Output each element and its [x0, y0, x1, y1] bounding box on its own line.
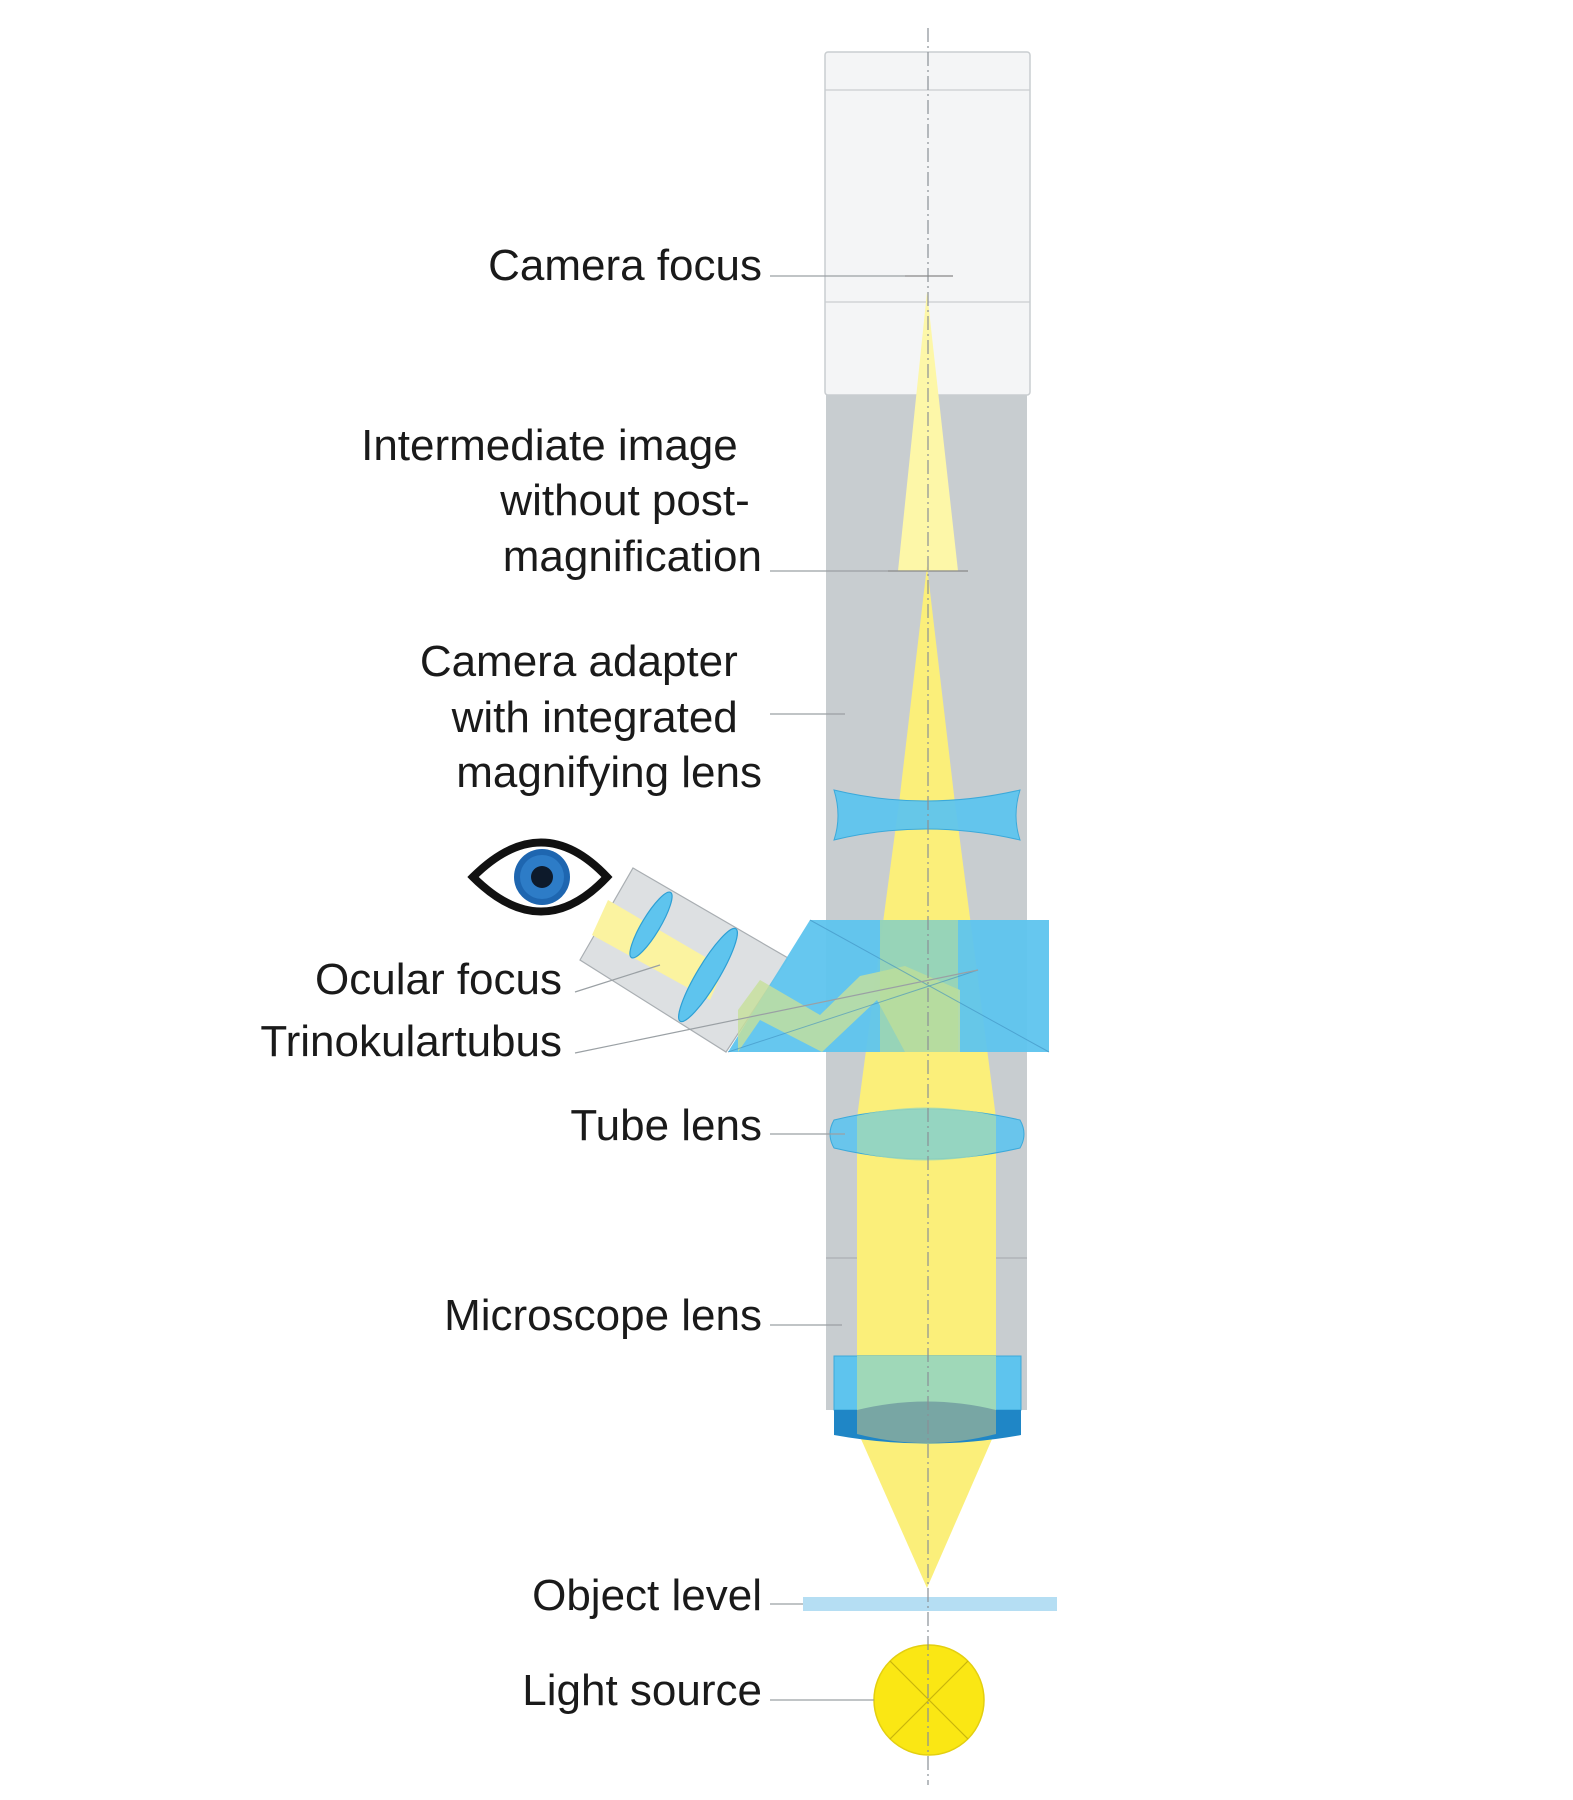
- prism-beam-overlap: [880, 920, 958, 1052]
- label-intermediate-image-line-2: without post-: [499, 476, 749, 525]
- beam-object-cone: [857, 1430, 996, 1588]
- eye-icon: [467, 838, 613, 916]
- ocular-beam: [592, 900, 724, 1000]
- tube-lens-beam-overlap: [857, 1107, 996, 1161]
- label-light-source: Light source: [522, 1666, 762, 1715]
- light-source-cross-b: [889, 1660, 969, 1740]
- beam-intermediate-cone: [898, 566, 956, 812]
- beam-parallel: [857, 1118, 996, 1393]
- label-camera-adapter-line-3: magnifying lens: [456, 748, 762, 797]
- label-camera-adapter-line-2: with integrated: [451, 693, 738, 742]
- camera-adapter-lens: [833, 789, 1021, 841]
- label-object-level: Object level: [532, 1571, 762, 1620]
- label-intermediate-image-line-1: Intermediate image: [361, 421, 738, 470]
- object-slide: [803, 1597, 1057, 1611]
- objective-front-beam-overlap: [857, 1401, 996, 1443]
- leader-trinocular-tube: [574, 969, 979, 1054]
- label-tube-lens: Tube lens: [570, 1101, 762, 1150]
- label-trinocular-tube: Trinokulartubus: [260, 1017, 562, 1066]
- light-source-lamp: [873, 1644, 985, 1756]
- label-camera-adapter-line-1: Camera adapter: [420, 637, 738, 686]
- label-ocular-focus: Ocular focus: [315, 955, 562, 1004]
- trinocular-arm: [579, 867, 789, 1053]
- ocular-lens-1: [629, 891, 673, 959]
- leader-ocular-focus: [574, 964, 661, 993]
- label-camera-adapter: Camera adapter with integrated magnifyin…: [420, 637, 762, 797]
- label-intermediate-image-line-3: magnification: [503, 532, 762, 581]
- label-microscope-lens: Microscope lens: [444, 1291, 762, 1340]
- objective-upper-beam-overlap: [857, 1356, 996, 1410]
- eye-pupil: [531, 866, 553, 888]
- label-camera-focus: Camera focus: [488, 241, 762, 290]
- prism-diagonal-b: [727, 969, 979, 1053]
- ocular-lens-2: [678, 927, 738, 1023]
- label-intermediate-image: Intermediate image without post- magnifi…: [361, 421, 762, 581]
